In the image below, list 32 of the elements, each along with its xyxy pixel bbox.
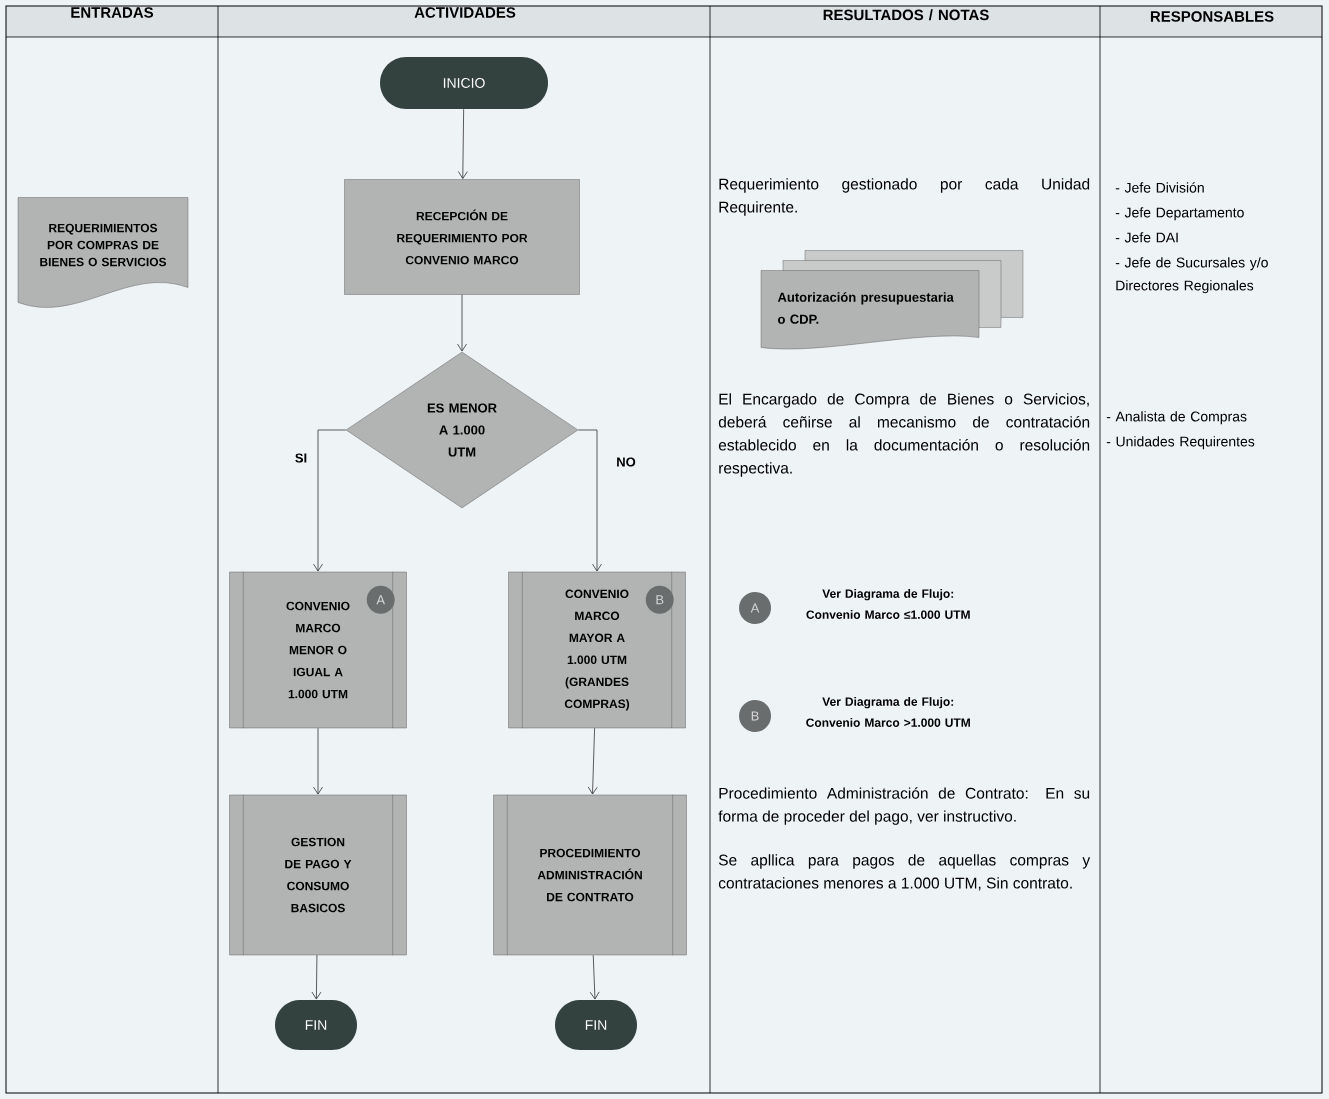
arrow: [587, 727, 598, 795]
column-header: RESULTADOS / NOTAS: [823, 9, 989, 21]
arrow: [457, 294, 467, 352]
reference-note: Ver Diagrama de Flujo: Convenio Marco ≤1.000 UTM: [806, 589, 970, 619]
responsible-item: - Analista de Compras: [1106, 411, 1247, 425]
responsible-item: - Unidades Requirentes: [1106, 436, 1255, 450]
note-text: Requerimiento gestionado por cada Unidad Requirente.: [719, 178, 1090, 216]
column-header: ENTRADAS: [71, 7, 154, 18]
responsible-item: - Jefe Departamento: [1115, 207, 1244, 221]
responsible-item: - Jefe de Sucursales y/o Directores Regionales: [1115, 257, 1268, 294]
arrow: [457, 108, 468, 179]
arrow: [589, 954, 600, 1000]
note-text: Procedimiento Administración de Contrato: En su forma de proceder del pago, ver instructivo.: [718, 787, 1090, 825]
edge-label: NO: [615, 456, 637, 468]
column-header: ACTIVIDADES: [414, 7, 516, 18]
process-box: RECEPCIÓN DE REQUERIMIENTO POR CONVENIO MARCO: [344, 179, 580, 295]
edge-label: SI: [293, 452, 309, 464]
terminator: FIN: [275, 1000, 357, 1050]
arrow: [313, 429, 347, 572]
column-header: RESPONSABLES: [1150, 11, 1274, 22]
arrow: [313, 727, 323, 795]
reference-note: Ver Diagrama de Flujo: Convenio Marco >1.000 UTM: [806, 697, 970, 727]
responsible-item: - Jefe DAI: [1115, 232, 1178, 243]
note-text: Se apllica para pagos de aquellas compras y contrataciones menores a 1.000 UTM, Sin contrato.: [718, 854, 1091, 891]
terminator: INICIO: [380, 57, 548, 109]
predefined-process-box: PROCEDIMIENTO ADMINISTRACIÓN DE CONTRATO: [493, 794, 687, 956]
note-text: El Encargado de Compra de Bienes o Servicios, deberá ceñirse al mecanismo de contratación establecido en la documentación o resolución respectiva.: [718, 393, 1090, 477]
arrow: [577, 429, 602, 572]
predefined-process-box: GESTION DE PAGO Y CONSUMO BASICOS: [229, 794, 407, 956]
responsible-item: - Jefe División: [1115, 182, 1204, 193]
terminator: FIN: [555, 1000, 637, 1050]
arrow: [311, 954, 322, 1000]
